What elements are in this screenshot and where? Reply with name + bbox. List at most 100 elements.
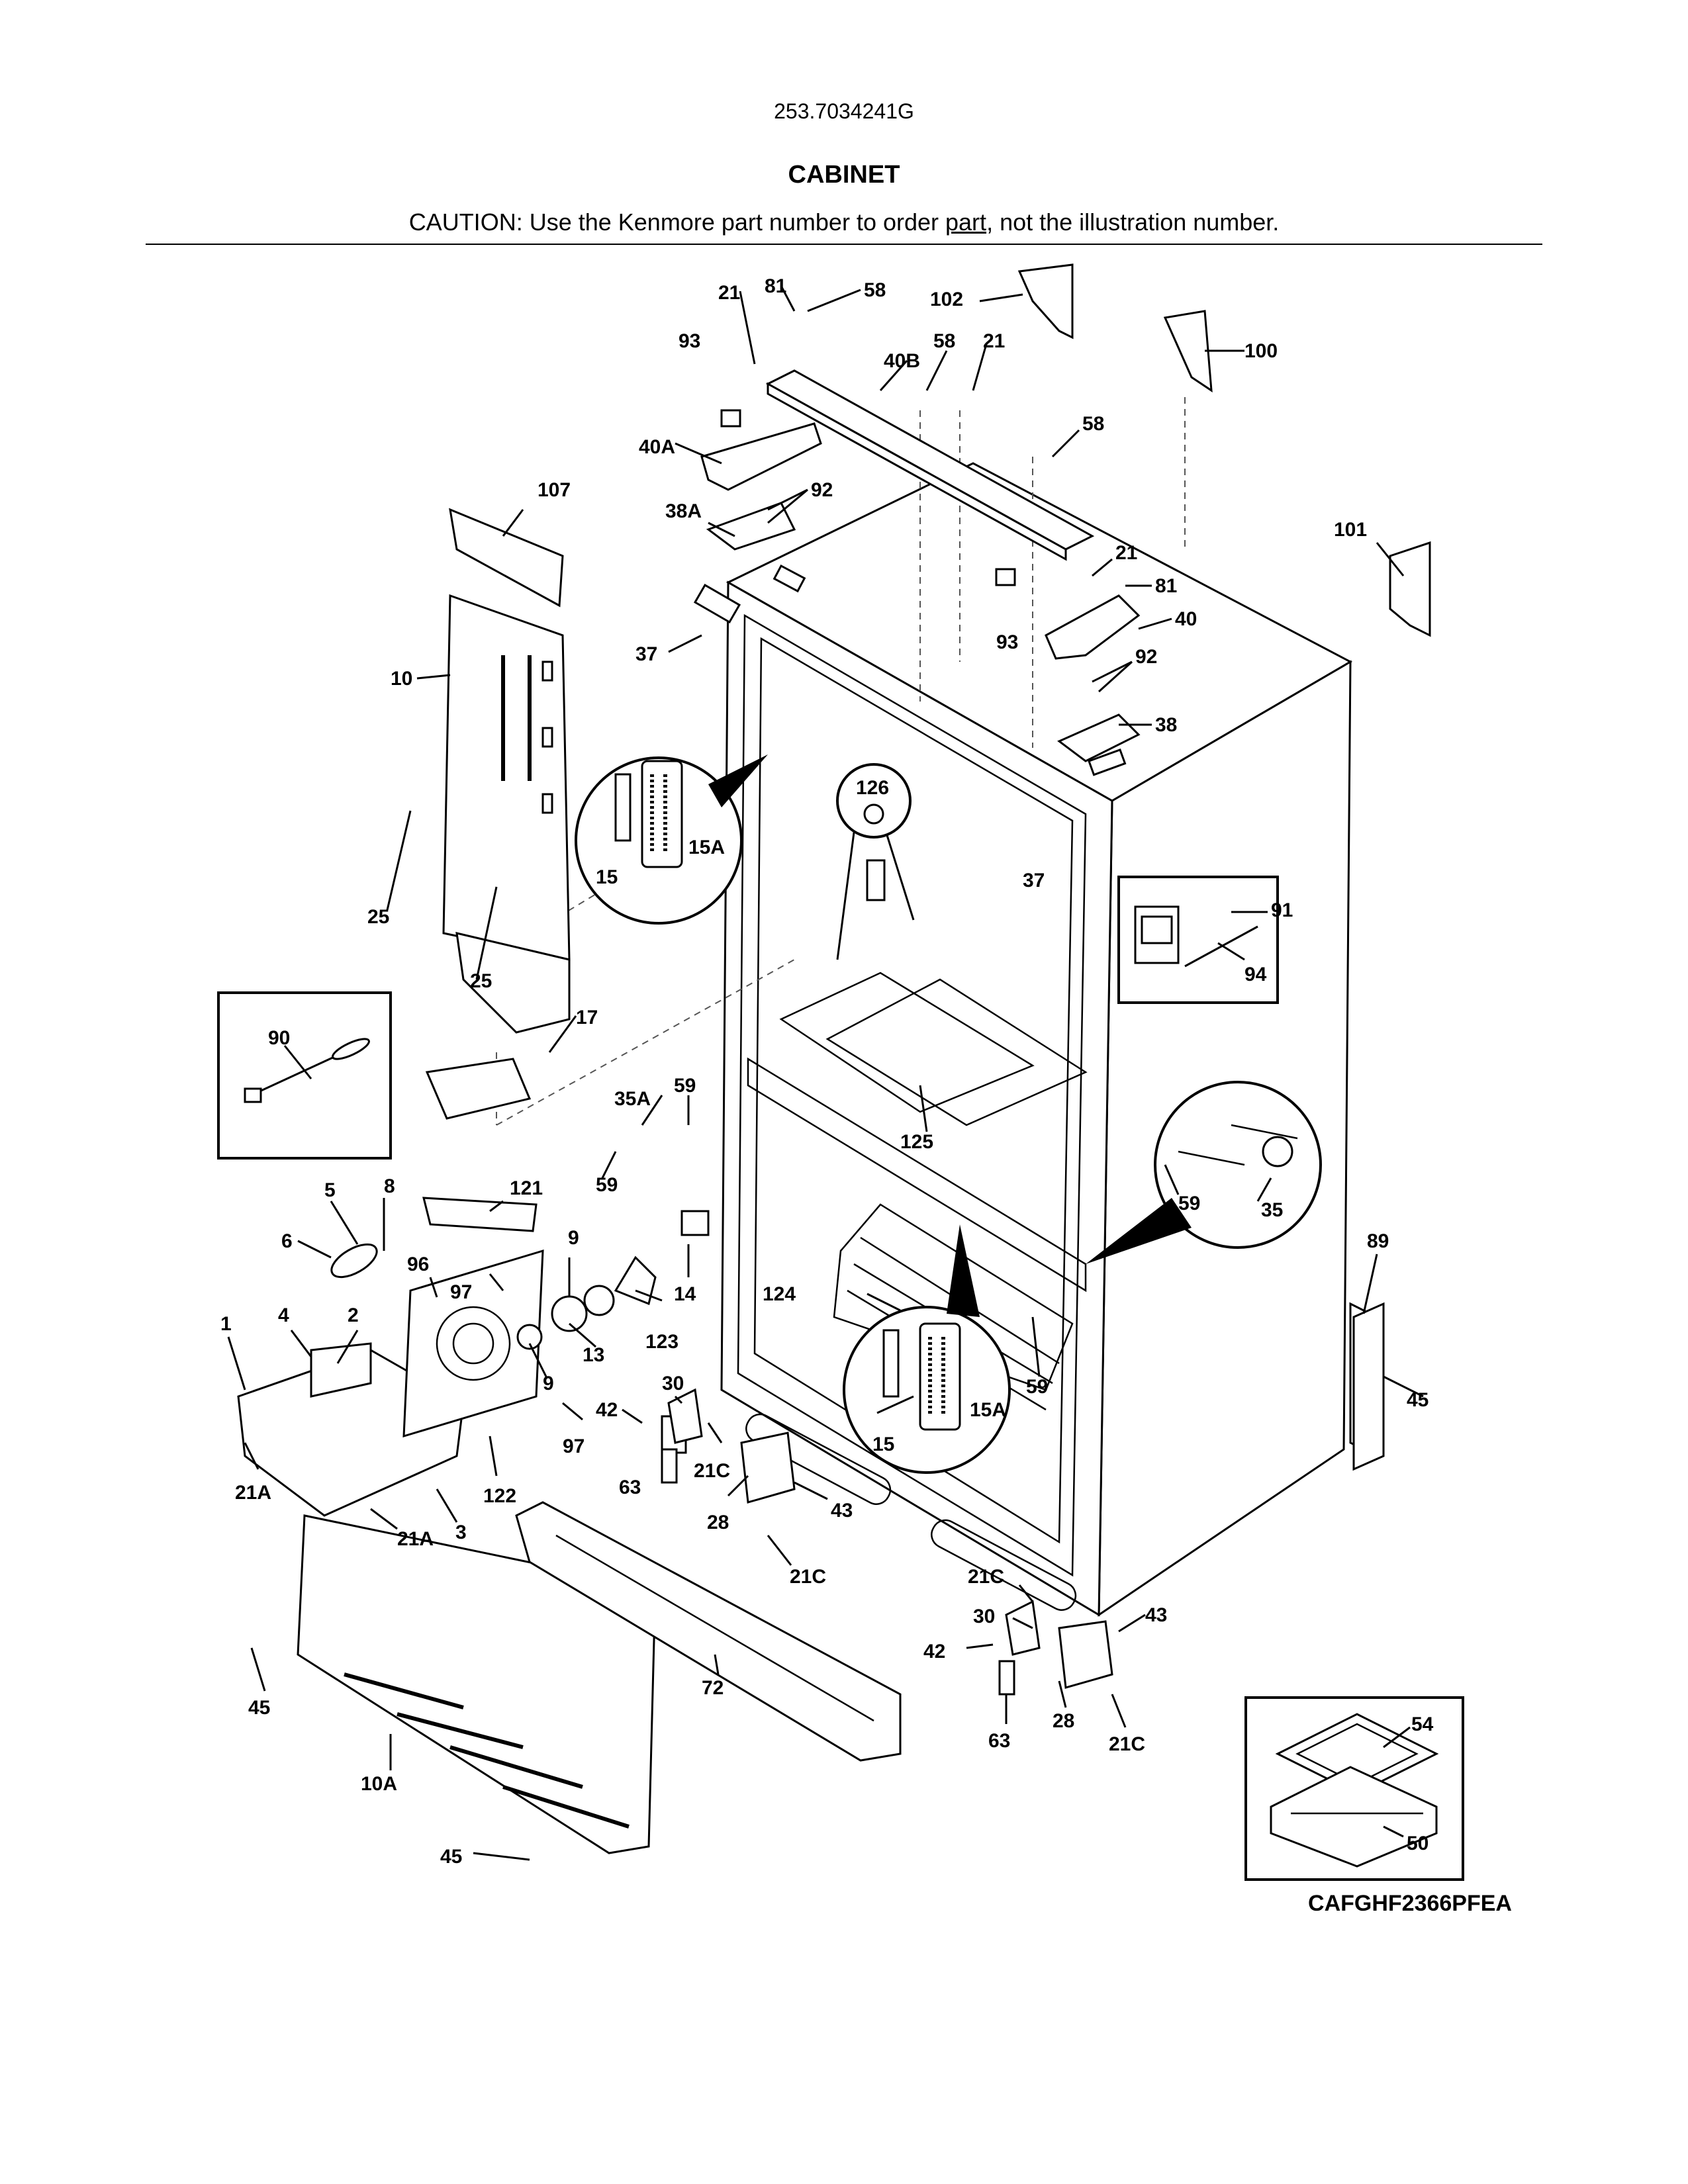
callout-21: 21 [983, 330, 1005, 352]
clip-93-top [720, 409, 741, 428]
callout-25: 25 [470, 970, 492, 992]
callout-38: 38 [1155, 714, 1177, 736]
callout-21C: 21C [1109, 1733, 1145, 1755]
callout-92: 92 [1135, 646, 1157, 668]
callout-102: 102 [930, 289, 963, 310]
callout-97: 97 [563, 1435, 585, 1457]
header-rule [146, 244, 1542, 245]
callout-107: 107 [538, 479, 571, 501]
model-number: 253.7034241G [774, 99, 914, 123]
callout-25: 25 [367, 906, 389, 928]
exploded-parts-diagram: 21 81 58 102 93 40B 58 21 100 40A 58 107… [217, 263, 1464, 1881]
fan-and-motor-parts [237, 1197, 710, 1517]
inset-box-91-94 [1117, 876, 1279, 1004]
callout-97: 97 [450, 1281, 472, 1303]
callout-90: 90 [268, 1027, 290, 1049]
callout-40A: 40A [639, 436, 675, 458]
callout-30: 30 [662, 1373, 684, 1394]
callout-58: 58 [933, 330, 955, 352]
callout-15: 15 [872, 1433, 894, 1455]
callout-126: 126 [856, 777, 889, 799]
callout-1: 1 [220, 1313, 232, 1335]
callout-94: 94 [1244, 964, 1267, 985]
callout-labels: 21 81 58 102 93 40B 58 21 100 40A 58 107… [220, 275, 1434, 1868]
callout-30: 30 [973, 1606, 995, 1627]
callout-28: 28 [1053, 1710, 1074, 1732]
callout-35A: 35A [614, 1088, 651, 1110]
callout-96: 96 [407, 1253, 429, 1275]
callout-125: 125 [900, 1131, 933, 1153]
callout-58: 58 [864, 279, 886, 301]
callout-15: 15 [596, 866, 618, 888]
callout-63: 63 [988, 1730, 1010, 1752]
callout-10: 10 [391, 668, 412, 690]
top-hinge-parts [693, 263, 1431, 776]
callout-42: 42 [596, 1399, 618, 1421]
callout-43: 43 [1145, 1604, 1167, 1626]
callout-9: 9 [543, 1373, 554, 1394]
callout-63: 63 [619, 1477, 641, 1498]
callout-21C: 21C [694, 1460, 730, 1482]
callout-101: 101 [1334, 519, 1367, 541]
callout-54: 54 [1411, 1713, 1434, 1735]
page-title: CABINET [788, 161, 900, 189]
callout-92: 92 [811, 479, 833, 501]
callout-4: 4 [278, 1304, 289, 1326]
caution-part-word: part [945, 208, 987, 236]
air-duct-assembly [425, 508, 571, 1120]
detail-circle-35 [1086, 1081, 1322, 1264]
side-panel-89 [1352, 1302, 1385, 1471]
caution-note: CAUTION: Use the Kenmore part number to … [0, 208, 1688, 236]
callout-6: 6 [281, 1230, 293, 1252]
callout-15A: 15A [970, 1399, 1006, 1421]
callout-2: 2 [348, 1304, 359, 1326]
callout-35: 35 [1261, 1199, 1283, 1221]
inset-box-90 [217, 991, 392, 1160]
callout-40: 40 [1175, 608, 1197, 630]
caution-suffix: , not the illustration number. [986, 208, 1280, 236]
callout-91: 91 [1271, 899, 1293, 921]
callout-45: 45 [248, 1697, 270, 1719]
callout-3: 3 [455, 1522, 467, 1543]
callout-21C: 21C [790, 1566, 826, 1588]
callout-13: 13 [583, 1344, 604, 1366]
callout-123: 123 [645, 1331, 679, 1353]
callout-122: 122 [483, 1485, 516, 1507]
callout-17: 17 [576, 1007, 598, 1028]
callout-37: 37 [635, 643, 657, 665]
callout-15A: 15A [688, 837, 725, 858]
callout-59: 59 [1026, 1376, 1048, 1398]
callout-10A: 10A [361, 1773, 397, 1795]
callout-89: 89 [1367, 1230, 1389, 1252]
callout-8: 8 [384, 1175, 395, 1197]
callout-5: 5 [324, 1179, 336, 1201]
callout-59: 59 [596, 1174, 618, 1196]
callout-81: 81 [765, 275, 786, 297]
callout-93: 93 [679, 330, 700, 352]
callout-38A: 38A [665, 500, 702, 522]
callout-45: 45 [440, 1846, 462, 1868]
callout-124: 124 [763, 1283, 796, 1305]
callout-21: 21 [718, 282, 740, 304]
detail-circle-126 [836, 763, 915, 960]
callout-9: 9 [568, 1227, 579, 1249]
callout-45: 45 [1407, 1389, 1429, 1411]
callout-58: 58 [1082, 413, 1104, 435]
callout-14: 14 [674, 1283, 696, 1305]
callout-43: 43 [831, 1500, 853, 1522]
inset-box-54-50 [1244, 1696, 1464, 1881]
callout-72: 72 [702, 1677, 724, 1699]
callout-21A: 21A [235, 1482, 271, 1504]
callout-40B: 40B [884, 350, 920, 372]
leader-lines [227, 285, 1424, 1861]
detail-circle-15-bottom [843, 1224, 1011, 1474]
callout-59: 59 [674, 1075, 696, 1097]
callout-21: 21 [1115, 542, 1137, 564]
callout-42: 42 [923, 1641, 945, 1662]
callout-121: 121 [510, 1177, 543, 1199]
callout-100: 100 [1244, 340, 1278, 362]
callout-93: 93 [996, 631, 1018, 653]
callout-50: 50 [1407, 1833, 1429, 1854]
callout-21C: 21C [968, 1566, 1004, 1588]
callout-28: 28 [707, 1512, 729, 1533]
